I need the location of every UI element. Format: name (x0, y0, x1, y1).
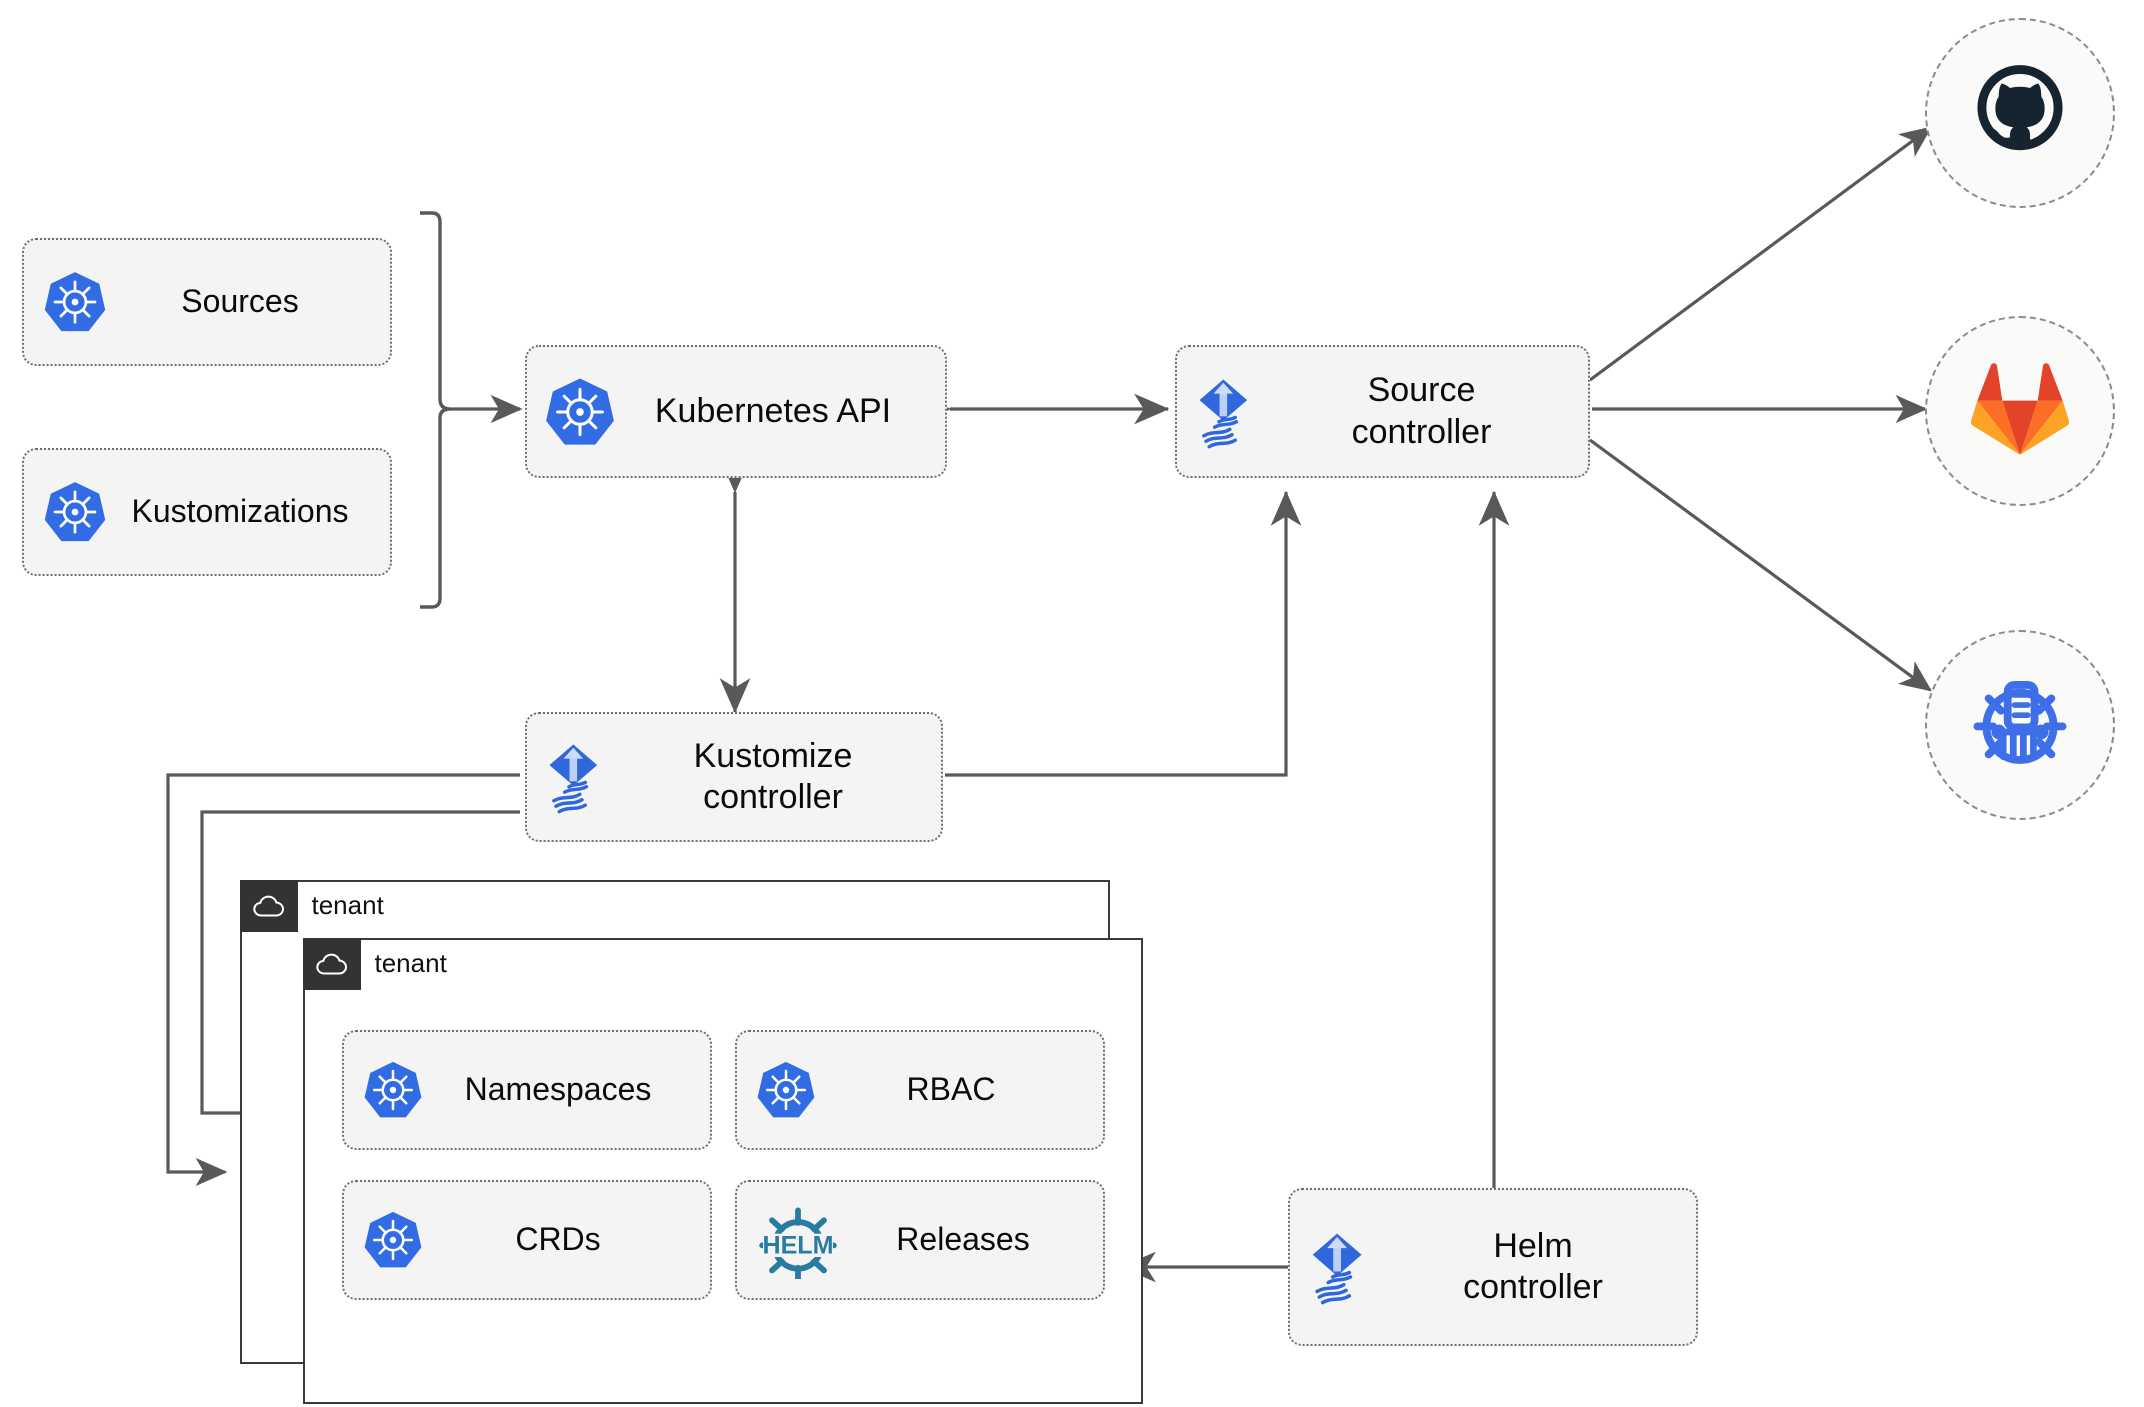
node-namespaces[interactable]: Namespaces (342, 1030, 712, 1150)
kubernetes-icon (362, 1059, 424, 1121)
endpoint-github[interactable] (1925, 18, 2115, 208)
cloud-icon (239, 879, 298, 932)
node-namespaces-label: Namespaces (464, 1071, 652, 1108)
helm-icon: HELM (755, 1201, 841, 1279)
node-kubernetes-api-label: Kubernetes API (654, 391, 892, 430)
node-crds[interactable]: CRDs (342, 1180, 712, 1300)
node-helm-controller-label-line1: Helm (1493, 1226, 1573, 1265)
endpoint-gitlab[interactable] (1925, 316, 2115, 506)
tenant-front-label: tenant (374, 948, 447, 978)
tenant-container-front: tenant (302, 937, 1143, 1404)
kubernetes-icon (362, 1209, 424, 1271)
flux-icon (543, 738, 621, 816)
flux-icon (1193, 373, 1271, 451)
node-crds-label: CRDs (515, 1221, 601, 1258)
tenant-back-header: tenant (239, 879, 384, 932)
node-rbac[interactable]: RBAC (735, 1030, 1105, 1150)
grouping-brace (420, 211, 451, 609)
kubernetes-icon (42, 479, 108, 545)
node-source-controller-label-line2: controller (1351, 412, 1492, 451)
node-sources[interactable]: Sources (22, 238, 392, 366)
svg-text:HELM: HELM (762, 1231, 833, 1259)
node-sources-label: Sources (181, 283, 299, 320)
node-releases[interactable]: HELM Releases (735, 1180, 1105, 1300)
node-source-controller-label: Source controller (1271, 370, 1572, 453)
flux-icon (1306, 1227, 1386, 1307)
node-kustomize-controller[interactable]: Kustomize controller (525, 712, 943, 842)
node-releases-label: Releases (896, 1221, 1030, 1258)
node-helm-controller[interactable]: Helm controller (1288, 1188, 1698, 1346)
github-icon (1964, 55, 2076, 172)
gitlab-icon (1968, 359, 2072, 464)
node-kustomizations-label: Kustomizations (131, 493, 349, 530)
kubernetes-icon (755, 1059, 817, 1121)
node-kustomize-controller-label-line2: controller (703, 778, 843, 816)
node-kustomizations[interactable]: Kustomizations (22, 448, 392, 576)
tenant-front-header: tenant (302, 937, 447, 990)
node-helm-controller-label-line2: controller (1463, 1268, 1603, 1306)
node-rbac-label: RBAC (906, 1071, 996, 1108)
helm-repository-icon (1964, 667, 2076, 784)
node-kustomize-controller-label-line1: Kustomize (693, 736, 853, 775)
node-source-controller-label-line1: Source (1367, 371, 1476, 410)
kubernetes-icon (42, 269, 108, 335)
kubernetes-icon (543, 375, 617, 449)
node-helm-controller-label: Helm controller (1386, 1226, 1680, 1309)
node-source-controller[interactable]: Source controller (1175, 345, 1590, 478)
edge-source-to-github (1589, 126, 1933, 382)
edge-kustomize-to-source (945, 490, 1302, 777)
node-kustomize-controller-label: Kustomize controller (621, 736, 925, 819)
node-kubernetes-api[interactable]: Kubernetes API (525, 345, 947, 478)
cloud-icon (302, 937, 361, 990)
edge-source-to-bucket (1589, 438, 1933, 692)
tenant-back-label: tenant (311, 890, 384, 920)
endpoint-bucket[interactable] (1925, 630, 2115, 820)
